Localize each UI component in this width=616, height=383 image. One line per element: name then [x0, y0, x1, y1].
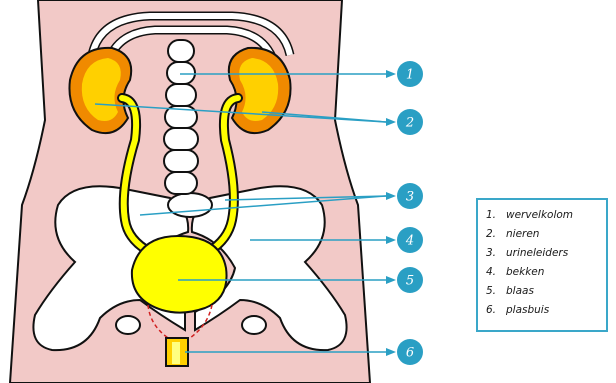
svg-text:2: 2 — [405, 116, 414, 131]
svg-text:1: 1 — [406, 68, 414, 83]
legend-number: 2. — [486, 228, 506, 240]
legend-number: 6. — [486, 304, 506, 316]
legend-label: plasbuis — [506, 304, 606, 316]
sacrum — [168, 193, 212, 217]
legend-label: bekken — [506, 266, 606, 278]
right-obturator-hole — [242, 316, 266, 334]
callout-4: 4 — [397, 227, 423, 253]
svg-text:4: 4 — [405, 234, 414, 249]
svg-text:6: 6 — [406, 346, 414, 361]
legend-label: wervelkolom — [506, 209, 606, 221]
legend-label: blaas — [506, 285, 606, 297]
callout-5: 5 — [397, 267, 423, 293]
bladder — [132, 236, 227, 313]
svg-text:3: 3 — [406, 190, 414, 205]
legend-item: 4. bekken — [486, 262, 606, 281]
legend-item: 3. urineleiders — [486, 243, 606, 262]
left-obturator-hole — [116, 316, 140, 334]
legend-number: 3. — [486, 247, 506, 259]
legend-item: 5. blaas — [486, 281, 606, 300]
callout-1: 1 — [397, 61, 423, 87]
legend-number: 1. — [486, 209, 506, 221]
callout-6: 6 — [397, 339, 423, 365]
callout-2: 2 — [397, 109, 423, 135]
legend-item: 6. plasbuis — [486, 300, 606, 319]
legend-label: nieren — [506, 228, 606, 240]
legend-item: 1. wervelkolom — [486, 205, 606, 224]
svg-text:5: 5 — [406, 274, 414, 289]
legend-number: 5. — [486, 285, 506, 297]
legend-box: 1. wervelkolom 2. nieren 3. urineleiders… — [476, 198, 608, 332]
legend-number: 4. — [486, 266, 506, 278]
leader-arrowheads — [386, 70, 396, 356]
callout-3: 3 — [397, 183, 423, 209]
legend-item: 2. nieren — [486, 224, 606, 243]
legend-label: urineleiders — [506, 247, 606, 259]
